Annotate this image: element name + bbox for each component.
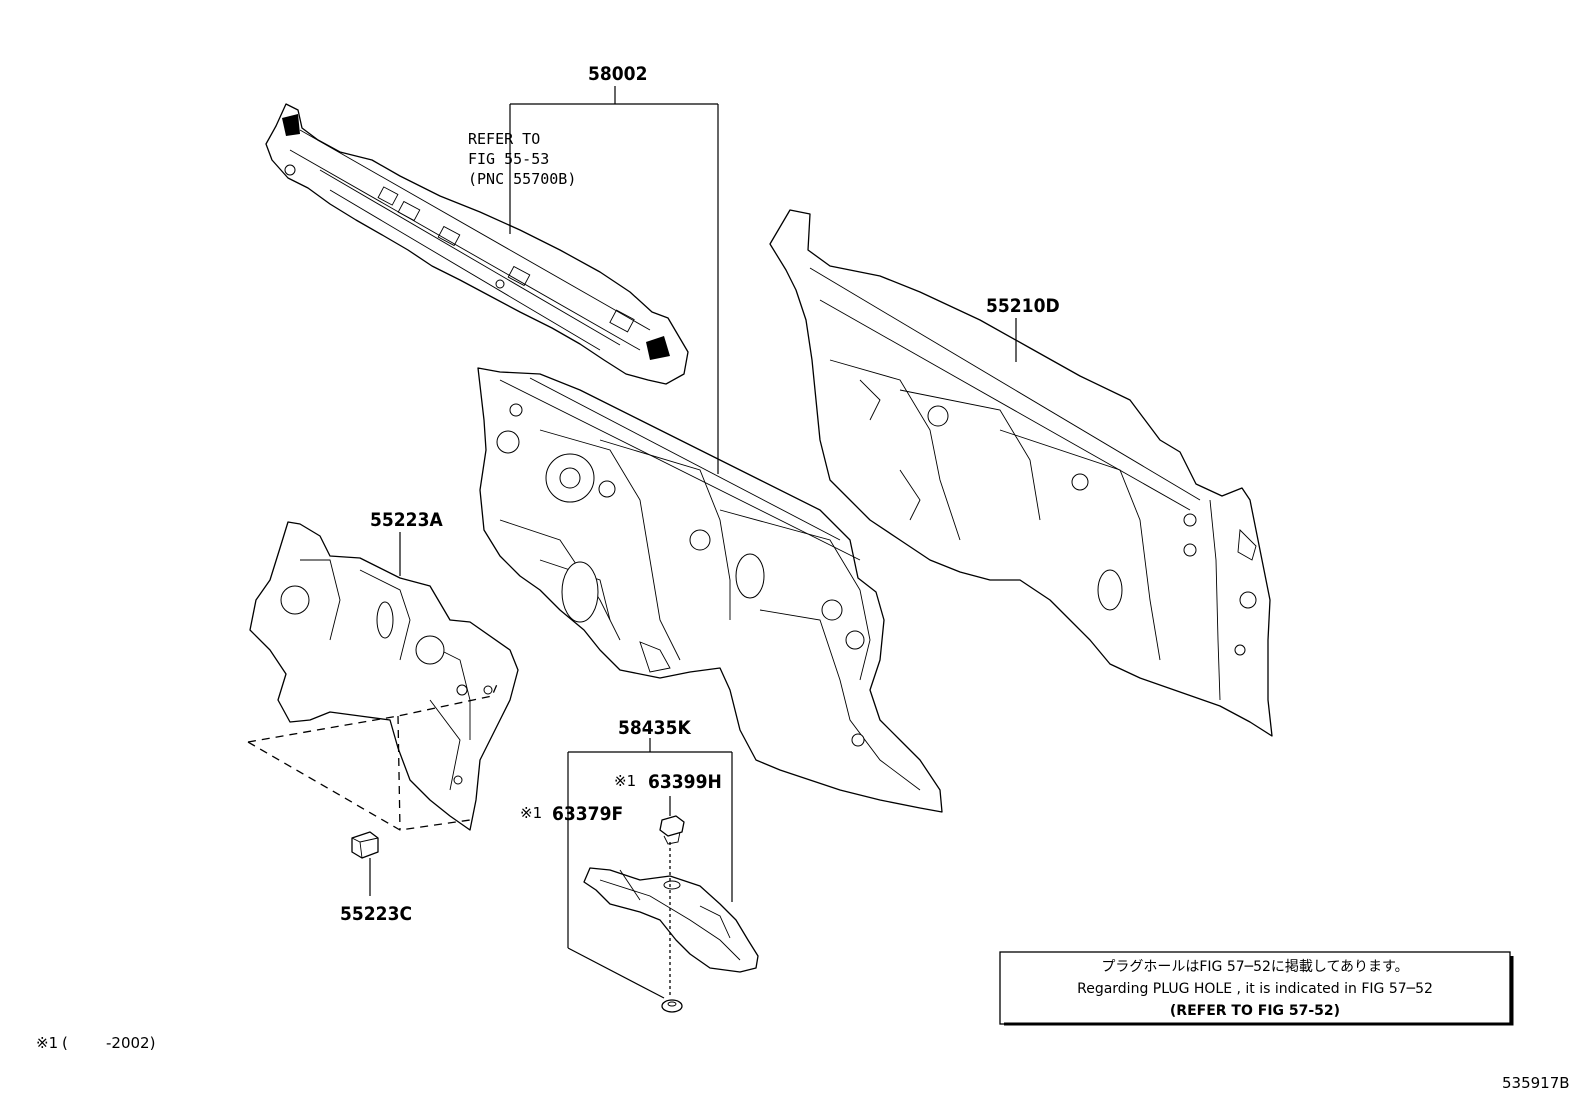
clip-55223c-drawing	[351, 831, 379, 859]
label-55210d: 55210D	[986, 295, 1060, 317]
label-58002: 58002	[588, 63, 647, 85]
footnote-text: ( -2002)	[62, 1034, 155, 1052]
insulator-58435k-drawing	[583, 867, 759, 973]
refer-line-2: FIG 55-53	[468, 150, 549, 168]
label-58435k: 58435K	[618, 717, 691, 739]
insulator-55223a-drawing	[249, 521, 519, 831]
mark-63399h: ※1	[614, 772, 636, 790]
label-63399h: 63399H	[648, 771, 722, 793]
dashed-projection-55223a-2	[247, 681, 499, 743]
refer-line-1: REFER TO	[468, 130, 540, 148]
label-55223c: 55223C	[340, 903, 412, 925]
dash-panel-drawing	[477, 367, 943, 813]
label-63379f: 63379F	[552, 803, 623, 825]
clip-63399h-drawing	[659, 815, 685, 845]
label-55223a: 55223A	[370, 509, 443, 531]
refer-line-3: (PNC 55700B)	[468, 170, 576, 188]
leader-58002	[509, 86, 719, 474]
leader-58435k	[567, 738, 733, 999]
note-line-3: (REFER TO FIG 57-52)	[1170, 1003, 1340, 1019]
note-line-1: プラグホールはFIG 57─52に掲載してあります。	[1101, 959, 1408, 975]
cowl-panel-drawing	[265, 103, 689, 385]
footnote-mark: ※1	[36, 1034, 58, 1052]
clip-63379f-drawing	[661, 999, 683, 1013]
figure-id: 535917B	[1502, 1074, 1570, 1092]
note-line-2: Regarding PLUG HOLE , it is indicated in…	[1077, 981, 1433, 997]
silencer-55210d-drawing	[769, 209, 1273, 737]
dashed-projection-55223a-3	[397, 715, 401, 831]
note-box: プラグホールはFIG 57─52に掲載してあります。 Regarding PLU…	[999, 951, 1514, 1026]
mark-63379f: ※1	[520, 804, 542, 822]
